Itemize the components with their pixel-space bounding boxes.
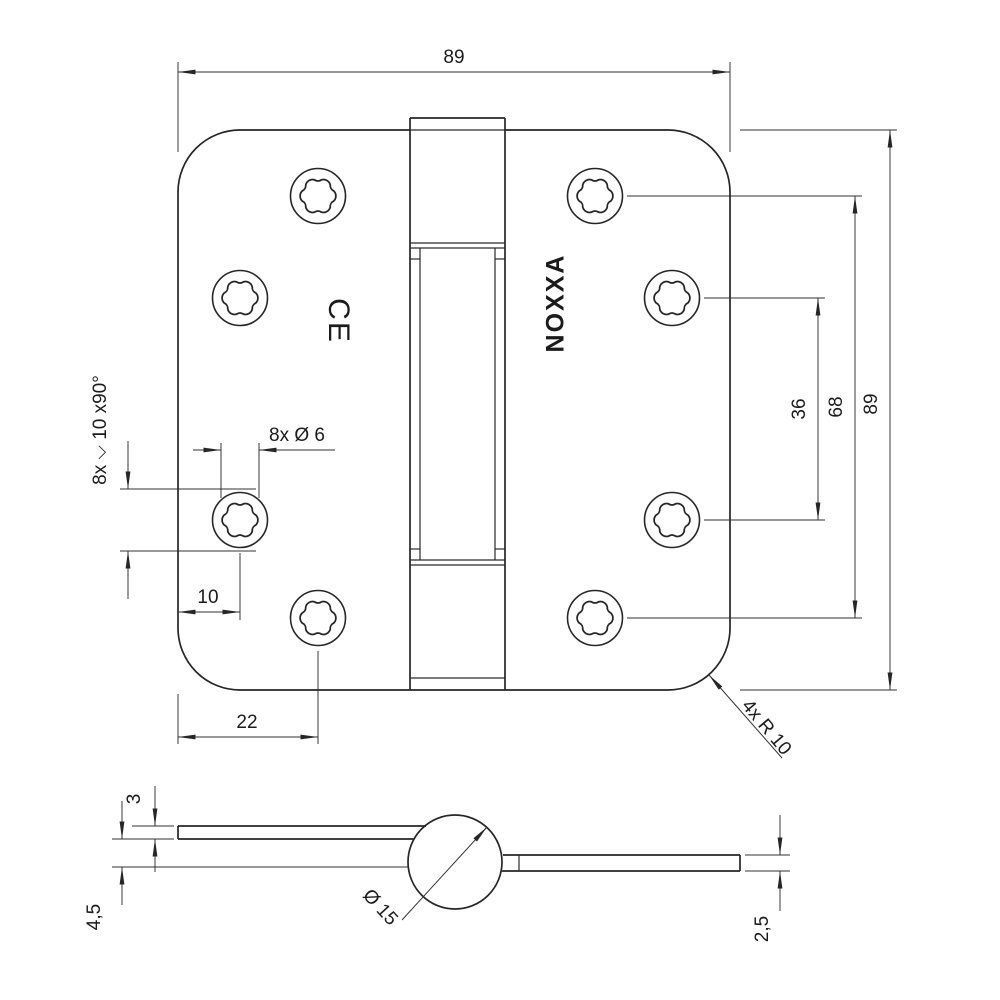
dim-label-height: 89 (861, 393, 882, 414)
dim-label-thickness-25: 2,5 (752, 916, 773, 942)
front-view: CE NOXXA 89 89 68 36 (90, 47, 897, 759)
profile-right-leaf (502, 854, 741, 872)
dim-left-leaf-thickness: 3 (124, 786, 174, 872)
torx-screw-hole-icon (643, 491, 701, 549)
hinge-barrel (409, 117, 506, 691)
dim-label-span-outer: 68 (826, 396, 847, 417)
torx-screw-hole-icon (289, 167, 347, 225)
dim-overall-width: 89 (177, 47, 731, 152)
torx-screw-hole-icon (643, 269, 701, 327)
torx-screw-hole-icon (211, 491, 269, 549)
dim-label-offset-22: 22 (236, 712, 257, 733)
dim-label-thickness-3: 3 (124, 794, 145, 805)
hinge-leaf-outlines (177, 129, 731, 691)
dim-countersink: 8x ⌵ 10 x90° (90, 375, 256, 599)
screw-holes (211, 167, 701, 647)
dim-hole-span-outer: 68 (627, 195, 862, 619)
profile-left-leaf (177, 825, 426, 840)
dim-label-barrel-diameter: Ø 15 (358, 885, 401, 930)
dim-label-span-inner: 36 (789, 398, 810, 419)
brand-logo-text: NOXXA (542, 254, 570, 353)
dim-barrel-diameter: Ø 15 (358, 826, 488, 930)
torx-screw-hole-icon (289, 589, 347, 647)
dim-edge-offset-22: 22 (177, 651, 319, 744)
torx-screw-hole-icon (566, 589, 624, 647)
torx-screw-hole-icon (566, 167, 624, 225)
dim-overall-height: 89 (740, 129, 897, 691)
dim-hole-diameter: 8x Ø 6 (193, 425, 335, 498)
dim-corner-radius: 4x R 10 (708, 674, 795, 760)
ce-mark: CE (322, 298, 355, 344)
dim-left-leaf-offset: 4,5 (84, 801, 408, 930)
dim-label-corner-radius: 4x R 10 (737, 696, 795, 760)
dim-hole-span-inner: 36 (704, 297, 825, 521)
profile-barrel-circle (407, 814, 503, 910)
dim-label-countersink: 8x ⌵ 10 x90° (90, 375, 111, 485)
dim-label-offset-45: 4,5 (84, 904, 105, 930)
dim-edge-offset-10: 10 (178, 553, 241, 620)
dim-label-offset-10: 10 (197, 587, 218, 608)
torx-screw-hole-icon (211, 269, 269, 327)
dim-label-width: 89 (443, 47, 464, 68)
profile-view: 3 4,5 Ø 15 2,5 (84, 786, 790, 942)
dim-right-leaf-thickness: 2,5 (745, 815, 790, 942)
dim-label-hole-diameter: 8x Ø 6 (269, 425, 325, 446)
